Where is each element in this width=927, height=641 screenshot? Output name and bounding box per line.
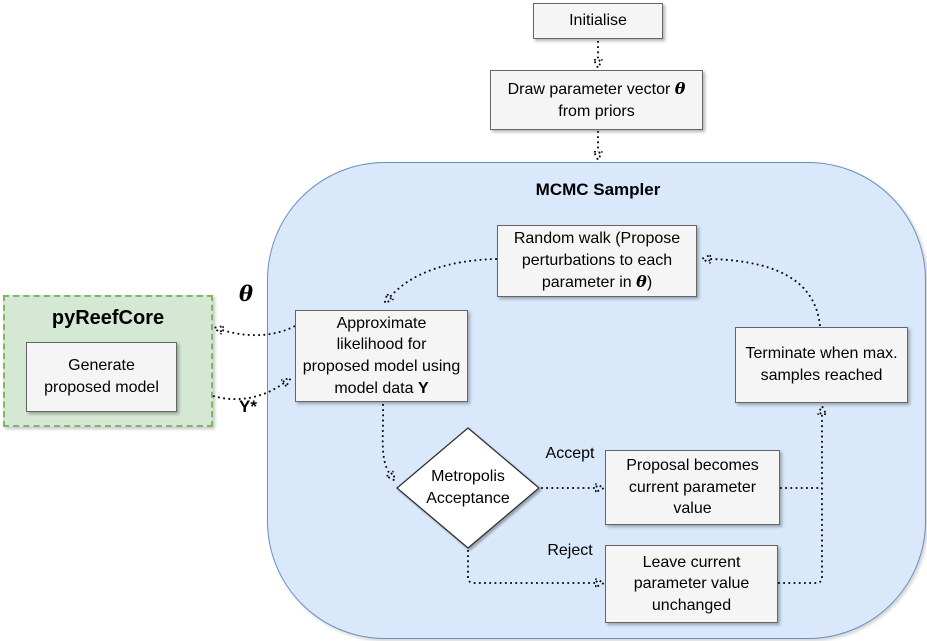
terminate-node: Terminate when max. samples reached [735,327,908,403]
pyreefcore-title: pyReefCore [51,307,165,329]
theta-symbol: θ [636,272,647,292]
metropolis-label: Metropolis Acceptance [426,468,510,507]
ystar-edge-label: Y* [239,397,257,416]
leave-unchanged-label: Leave current parameter value unchanged [633,553,750,614]
random-walk-label: Random walk (Propose perturbations to ea… [513,230,681,292]
proposal-accepted-label: Proposal becomes current parameter value [626,457,759,518]
accept-edge-label: Accept [545,445,595,462]
approximate-likelihood-node: Approximate likelihood for proposed mode… [295,310,468,402]
theta-edge-label: θ [238,281,253,306]
y-symbol: Y [417,379,429,397]
proposal-accepted-node: Proposal becomes current parameter value [605,450,780,525]
generate-model-label: Generate proposed model [44,357,159,396]
draw-parameters-label: Draw parameter vector θ from priors [507,78,686,120]
draw-parameters-node: Draw parameter vector θ from priors [490,70,703,130]
mcmc-sampler-title: MCMC Sampler [535,180,661,199]
random-walk-node: Random walk (Propose perturbations to ea… [497,225,697,297]
generate-model-node: Generate proposed model [26,342,177,412]
terminate-label: Terminate when max. samples reached [745,345,898,384]
leave-unchanged-node: Leave current parameter value unchanged [605,545,778,623]
initialise-node: Initialise [533,3,663,39]
initialise-label: Initialise [569,12,627,30]
theta-symbol: θ [674,78,686,98]
approximate-likelihood-label: Approximate likelihood for proposed mode… [302,314,461,397]
reject-edge-label: Reject [547,542,593,559]
